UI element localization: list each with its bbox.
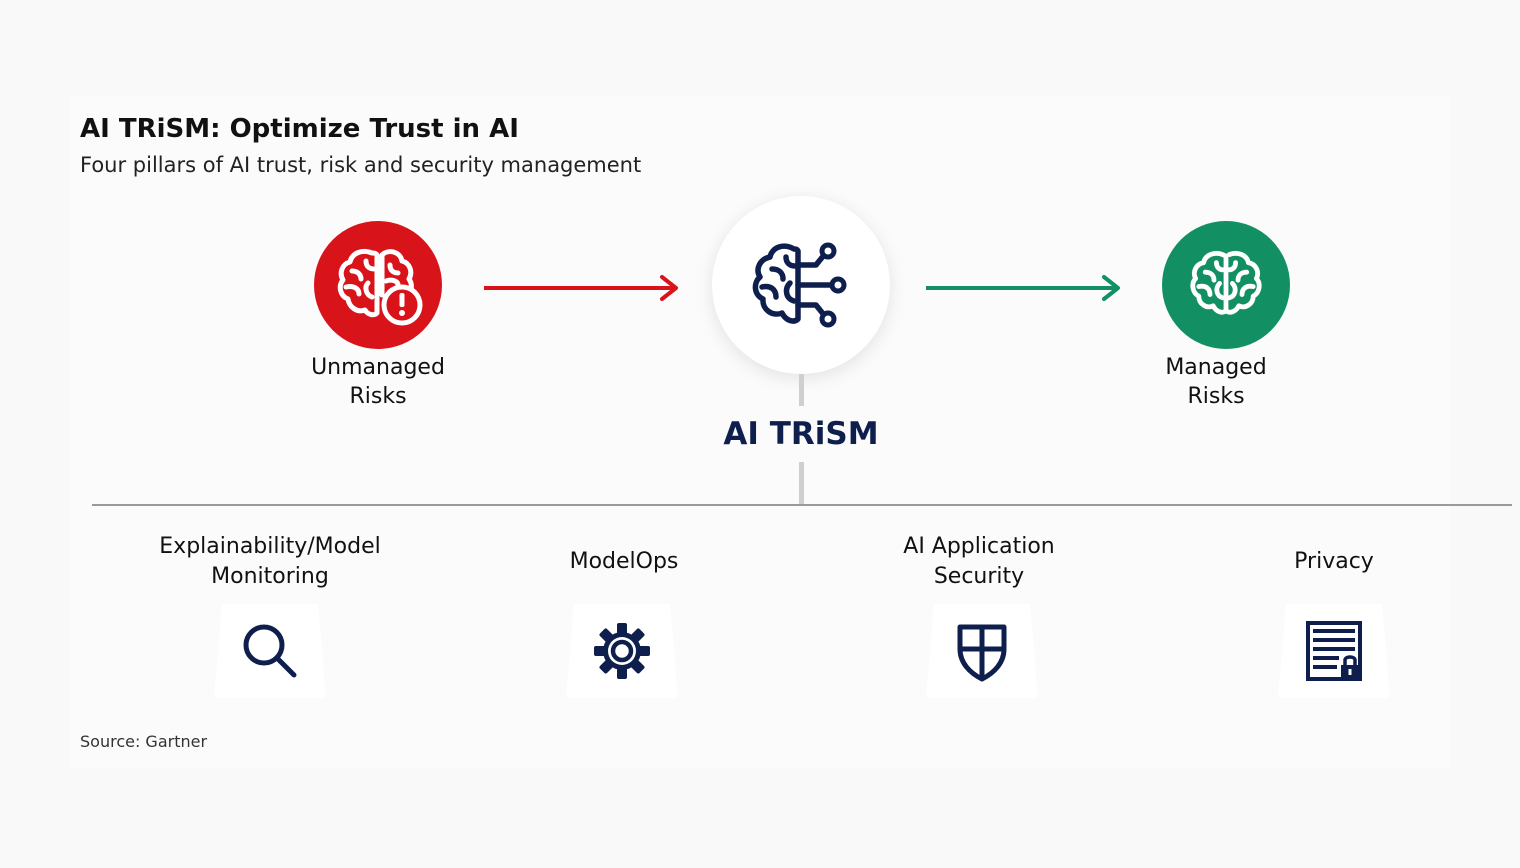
document-lock-icon xyxy=(1306,621,1362,681)
brain-circuit-icon xyxy=(752,242,847,328)
connector-top xyxy=(799,374,804,406)
connector-bottom xyxy=(799,462,804,504)
unmanaged-risks-label: Unmanaged Risks xyxy=(311,355,445,409)
pillar-label-app-security: AI Application Security xyxy=(903,534,1055,589)
brain-icon xyxy=(1190,250,1262,315)
managed-risks-node xyxy=(1162,221,1290,349)
pillar-label-modelops: ModelOps xyxy=(569,549,679,574)
brain-alert-icon xyxy=(337,248,423,326)
unmanaged-risks-node xyxy=(314,221,442,349)
pillar-privacy xyxy=(1278,604,1390,698)
gear-icon xyxy=(594,623,650,679)
arrow-to-managed-risks xyxy=(926,275,1120,301)
pillar-label-privacy: Privacy xyxy=(1294,549,1374,574)
page-subtitle: Four pillars of AI trust, risk and secur… xyxy=(80,153,642,177)
magnifier-icon xyxy=(243,624,297,678)
pillar-label-explainability: Explainability/Model Monitoring xyxy=(159,534,381,589)
shield-icon xyxy=(957,624,1007,682)
ai-trism-node xyxy=(712,196,890,374)
page-title: AI TRiSM: Optimize Trust in AI xyxy=(80,114,519,144)
arrow-to-ai-trism xyxy=(484,275,678,301)
managed-risks-label: Managed Risks xyxy=(1165,355,1267,409)
pillars-divider xyxy=(92,504,1512,506)
pillar-explainability xyxy=(214,604,326,698)
pillar-modelops xyxy=(566,604,678,698)
source-note: Source: Gartner xyxy=(80,732,208,751)
ai-trism-label: AI TRiSM xyxy=(723,416,879,452)
pillar-app-security xyxy=(926,604,1038,698)
